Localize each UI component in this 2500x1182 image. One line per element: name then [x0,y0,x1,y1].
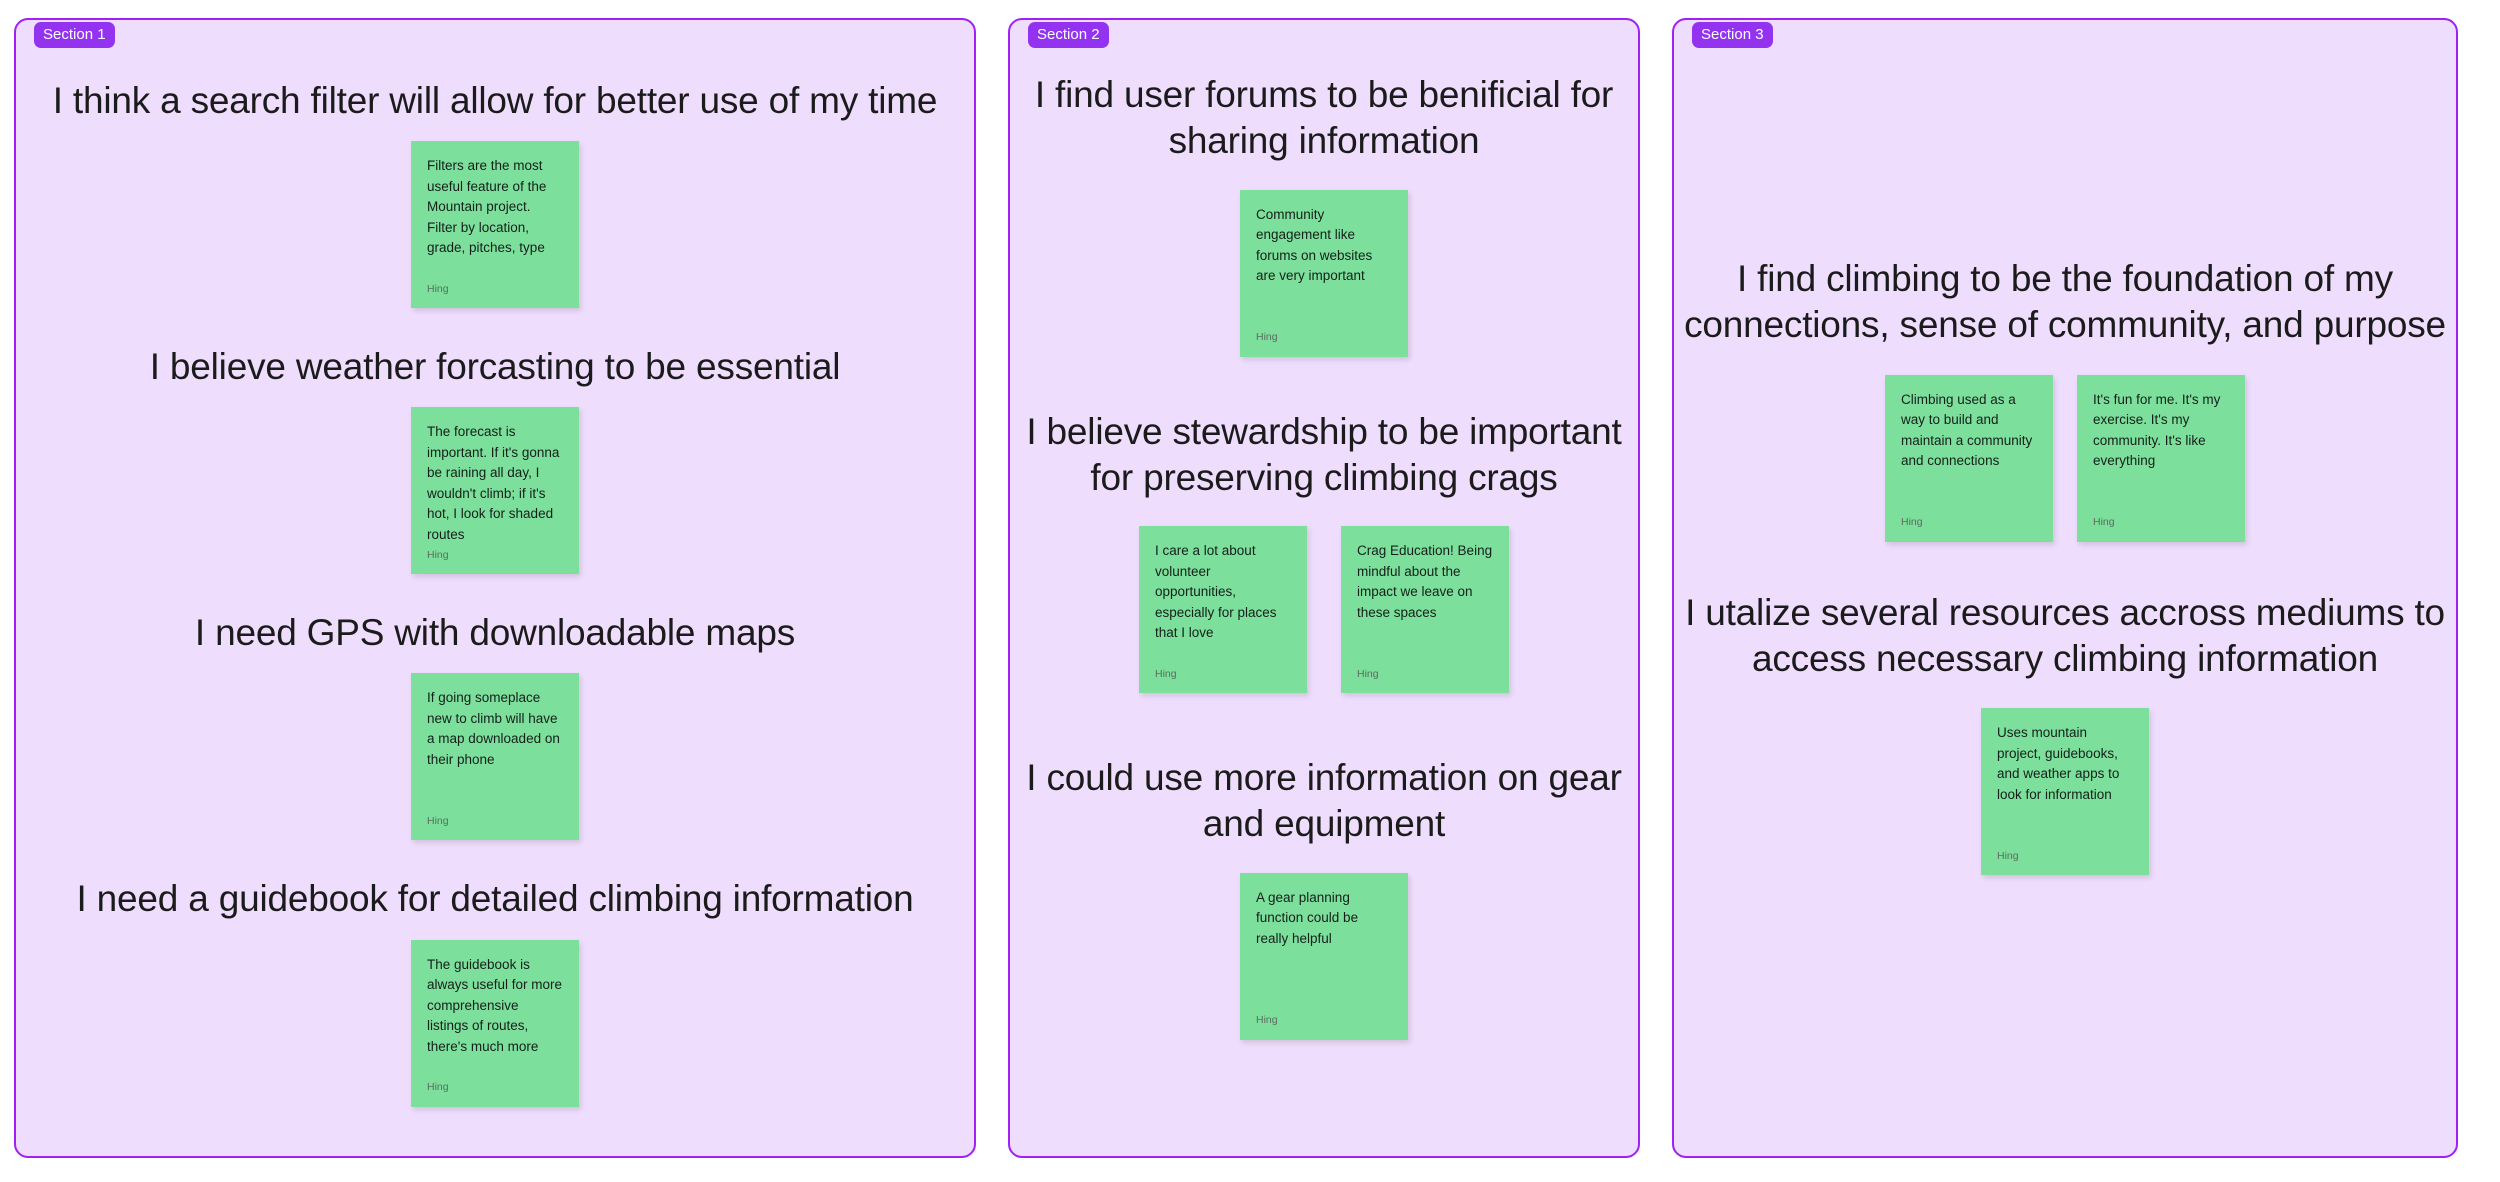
sticky-note-body: The guidebook is always useful for more … [427,956,563,1054]
insight-heading: I think a search filter will allow for b… [52,80,938,121]
section-frame-2[interactable]: Section 2 I find user forums to be benif… [1008,18,1640,1158]
insight-group: I find user forums to be benificial for … [1010,72,1638,357]
sticky-note[interactable]: Community engagement like forums on webs… [1240,189,1408,357]
notes-row: Climbing used as a way to build and main… [1885,374,2245,542]
insight-heading: I need GPS with downloadable maps [194,612,796,654]
sticky-note[interactable]: It's fun for me. It's my exercise. It's … [2077,374,2245,542]
insight-group: I find climbing to be the foundation of … [1674,256,2456,542]
notes-row: A gear planning function could be really… [1240,872,1408,1040]
sticky-note[interactable]: Climbing used as a way to build and main… [1885,374,2053,542]
insight-group: I think a search filter will allow for b… [16,78,974,309]
sticky-note-body: Crag Education! Being mindful about the … [1357,543,1493,620]
sticky-note-author: Hing [1155,667,1177,680]
insight-group: I utalize several resources accross medi… [1674,590,2456,875]
insight-group: I could use more information on gear and… [1010,755,1638,1040]
notes-row: I care a lot about volunteer opportuniti… [1139,526,1509,693]
sticky-note[interactable]: Crag Education! Being mindful about the … [1341,526,1509,693]
insight-group: I need GPS with downloadable maps If goi… [16,610,974,841]
insight-group: I believe weather forcasting to be essen… [16,344,974,575]
sticky-note-author: Hing [1997,849,2019,862]
sticky-note-author: Hing [427,814,449,827]
section-content-1: I think a search filter will allow for b… [16,20,974,1156]
sticky-note[interactable]: The forecast is important. If it's gonna… [411,407,579,575]
sticky-note-body: The forecast is important. If it's gonna… [427,424,560,542]
insight-group: I need a guidebook for detailed climbing… [16,876,974,1107]
sticky-note[interactable]: A gear planning function could be really… [1240,872,1408,1040]
sticky-note-body: A gear planning function could be really… [1256,889,1359,946]
sticky-note[interactable]: I care a lot about volunteer opportuniti… [1139,526,1307,693]
sticky-note[interactable]: Filters are the most useful feature of t… [411,141,579,309]
sticky-note-author: Hing [1901,516,1923,528]
insight-heading: I need a guidebook for detailed climbing… [76,878,914,920]
sticky-note-author: Hing [427,282,449,295]
sticky-note-body: It's fun for me. It's my exercise. It's … [2093,391,2221,469]
sticky-note-author: Hing [427,1081,449,1093]
sticky-note-body: Filters are the most useful feature of t… [427,158,547,256]
notes-row: Filters are the most useful feature of t… [411,141,579,309]
insight-heading: I find user forums to be benificial for … [1034,74,1614,162]
section-frame-1[interactable]: Section 1 I think a search filter will a… [14,18,976,1158]
notes-row: Community engagement like forums on webs… [1240,189,1408,357]
sticky-note-body: If going someplace new to climb will hav… [427,690,560,767]
sticky-note-body: Community engagement like forums on webs… [1256,206,1373,284]
sticky-note-author: Hing [1256,1014,1278,1026]
sticky-note-body: Climbing used as a way to build and main… [1901,391,2033,469]
section-label-2[interactable]: Section 2 [1028,22,1109,48]
sticky-note-author: Hing [427,548,449,561]
notes-row: Uses mountain project, guidebooks, and w… [1981,708,2149,875]
insight-heading: I find climbing to be the foundation of … [1684,258,2446,346]
sticky-note-body: Uses mountain project, guidebooks, and w… [1997,725,2120,802]
sticky-note[interactable]: The guidebook is always useful for more … [411,939,579,1107]
sticky-note-author: Hing [1357,667,1379,680]
sticky-note-body: I care a lot about volunteer opportuniti… [1155,543,1277,641]
notes-row: The guidebook is always useful for more … [411,939,579,1107]
sticky-note-author: Hing [1256,331,1278,343]
insight-group: I believe stewardship to be important fo… [1010,409,1638,693]
insight-heading: I could use more information on gear and… [1026,757,1622,845]
insight-heading: I believe stewardship to be important fo… [1026,410,1622,498]
insight-heading: I believe weather forcasting to be essen… [149,346,841,388]
sticky-note[interactable]: Uses mountain project, guidebooks, and w… [1981,708,2149,875]
section-content-2: I find user forums to be benificial for … [1010,20,1638,1156]
section-label-3[interactable]: Section 3 [1692,22,1773,48]
insight-heading: I utalize several resources accross medi… [1685,591,2445,679]
section-frame-3[interactable]: Section 3 I find climbing to be the foun… [1672,18,2458,1158]
sticky-note-author: Hing [2093,516,2115,528]
notes-row: The forecast is important. If it's gonna… [411,407,579,575]
section-content-3: I find climbing to be the foundation of … [1674,20,2456,1156]
sticky-note[interactable]: If going someplace new to climb will hav… [411,673,579,841]
section-label-1[interactable]: Section 1 [34,22,115,48]
notes-row: If going someplace new to climb will hav… [411,673,579,841]
